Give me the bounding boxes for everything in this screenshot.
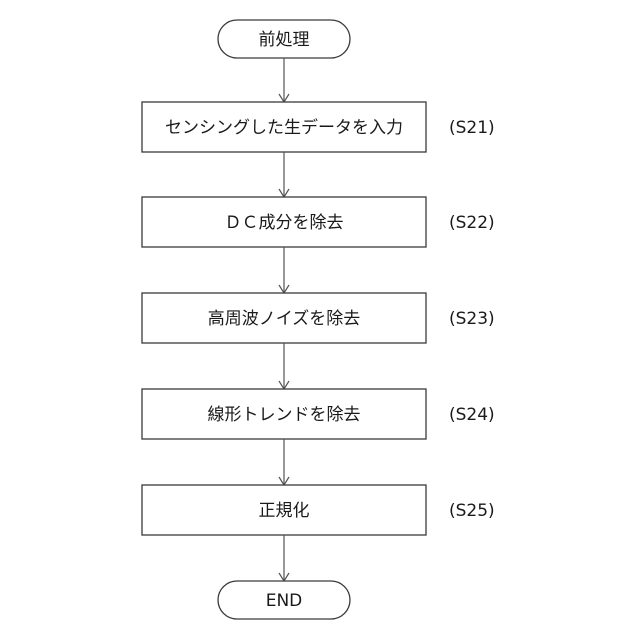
connector-start-s21	[279, 58, 289, 102]
connector-s21-s22	[279, 152, 289, 197]
end-terminal: END	[218, 581, 350, 619]
step-id-s23: (S23)	[449, 309, 495, 329]
step-id-s24: (S24)	[449, 405, 495, 425]
end-terminal-label: END	[266, 591, 303, 611]
process-step-s22: ＤＣ成分を除去	[142, 197, 426, 247]
process-step-s25: 正規化	[142, 485, 426, 535]
process-step-s23: 高周波ノイズを除去	[142, 293, 426, 343]
step-id-s22: (S22)	[449, 213, 495, 233]
step-id-s25: (S25)	[449, 501, 495, 521]
process-step-s21: センシングした生データを入力	[142, 102, 426, 152]
process-step-s24: 線形トレンドを除去	[142, 389, 426, 439]
step-id-s21: (S21)	[449, 118, 495, 138]
connector-s23-s24	[279, 343, 289, 389]
connector-s25-end	[279, 535, 289, 581]
process-step-s23-label: 高周波ノイズを除去	[208, 309, 361, 329]
start-terminal-label: 前処理	[259, 30, 310, 50]
process-step-s21-label: センシングした生データを入力	[165, 117, 403, 138]
connector-s22-s23	[279, 247, 289, 293]
start-terminal: 前処理	[218, 20, 350, 58]
process-step-s22-label: ＤＣ成分を除去	[225, 213, 344, 233]
process-step-s24-label: 線形トレンドを除去	[208, 405, 361, 425]
connector-s24-s25	[279, 439, 289, 485]
process-step-s25-label: 正規化	[259, 501, 310, 521]
